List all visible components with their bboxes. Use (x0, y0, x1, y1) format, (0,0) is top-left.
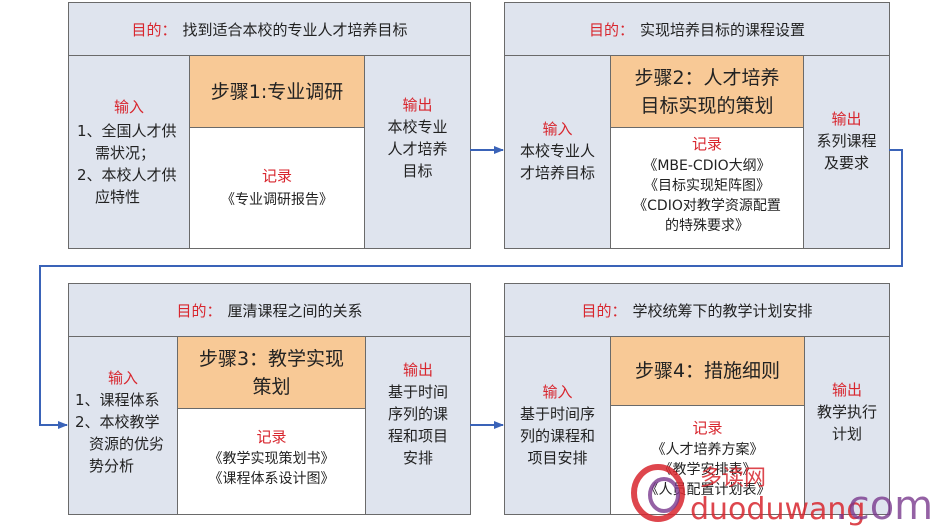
input-text: 1、课程体系 2、本校教学 资源的优劣 势分析 (75, 391, 165, 475)
step-3-title: 步骤3：教学实现 策划 (178, 337, 365, 409)
step-3-input: 输入 1、课程体系 2、本校教学 资源的优劣 势分析 (69, 337, 178, 514)
site-watermark-logo: 多读网 duoduwang .com (631, 464, 933, 529)
step-1-output: 输出 本校专业 人才培养 目标 (364, 56, 470, 248)
input-label: 输入 (113, 98, 144, 116)
step-1-panel: 目的： 找到适合本校的专业人才培养目标 输入 1、全国人才供 需状况； 2、本校… (68, 2, 471, 249)
step-3-panel: 目的： 厘清课程之间的关系 输入 1、课程体系 2、本校教学 资源的优劣 势分析… (68, 283, 471, 515)
record-label: 记录 (692, 419, 723, 437)
purpose-text: 学校统筹下的教学计划安排 (632, 301, 813, 320)
purpose-label: 目的： (588, 20, 634, 39)
output-label: 输出 (831, 381, 862, 399)
step-4-input: 输入 基于时间序 列的课程和 项目安排 (505, 337, 611, 514)
record-label: 记录 (261, 167, 292, 185)
step-2-input: 输入 本校专业人 才培养目标 (505, 56, 611, 248)
input-label: 输入 (542, 383, 573, 401)
step-1-purpose: 目的： 找到适合本校的专业人才培养目标 (69, 3, 470, 56)
purpose-label: 目的： (131, 20, 177, 39)
step-4-title: 步骤4：措施细则 (611, 337, 804, 406)
purpose-label: 目的： (176, 301, 222, 320)
purpose-text: 找到适合本校的专业人才培养目标 (182, 20, 408, 39)
step-2-purpose: 目的： 实现培养目标的课程设置 (505, 3, 889, 56)
step-2-panel: 目的： 实现培养目标的课程设置 输入 本校专业人 才培养目标 步骤2：人才培养 … (504, 2, 890, 249)
record-label: 记录 (691, 135, 722, 153)
step-1-record: 记录 《专业调研报告》 (190, 128, 364, 248)
record-label: 记录 (256, 428, 287, 446)
input-text: 1、全国人才供 需状况； 2、本校人才供 应特性 (77, 122, 177, 206)
step-1-title: 步骤1:专业调研 (190, 56, 364, 128)
input-text: 基于时间序 列的课程和 项目安排 (519, 405, 595, 467)
input-label: 输入 (542, 120, 573, 138)
output-text: 教学执行 计划 (816, 403, 877, 443)
purpose-text: 厘清课程之间的关系 (227, 301, 363, 320)
output-label: 输出 (402, 361, 433, 379)
input-label: 输入 (107, 369, 138, 387)
step-2-record: 记录 《MBE-CDIO大纲》 《目标实现矩阵图》 《CDIO对教学资源配置 的… (611, 128, 803, 248)
step-1-input: 输入 1、全国人才供 需状况； 2、本校人才供 应特性 (69, 56, 190, 248)
step-3-output: 输出 基于时间 序列的课 程和项目 安排 (365, 337, 470, 514)
purpose-text: 实现培养目标的课程设置 (640, 20, 806, 39)
step-4-purpose: 目的： 学校统筹下的教学计划安排 (505, 284, 889, 337)
svg-text:.com: .com (835, 483, 933, 529)
output-text: 本校专业 人才培养 目标 (387, 118, 448, 180)
svg-text:duoduwang: duoduwang (690, 492, 865, 527)
purpose-label: 目的： (581, 301, 627, 320)
svg-text:多读网: 多读网 (700, 466, 766, 491)
step-3-record: 记录 《教学实现策划书》 《课程体系设计图》 (178, 409, 365, 514)
output-label: 输出 (831, 110, 862, 128)
step-2-title: 步骤2：人才培养 目标实现的策划 (611, 56, 803, 128)
step-3-purpose: 目的： 厘清课程之间的关系 (69, 284, 470, 337)
step-2-output: 输出 系列课程 及要求 (803, 56, 889, 248)
output-text: 基于时间 序列的课 程和项目 安排 (387, 383, 448, 467)
output-label: 输出 (402, 96, 433, 114)
output-text: 系列课程 及要求 (816, 132, 877, 172)
input-text: 本校专业人 才培养目标 (519, 142, 595, 182)
